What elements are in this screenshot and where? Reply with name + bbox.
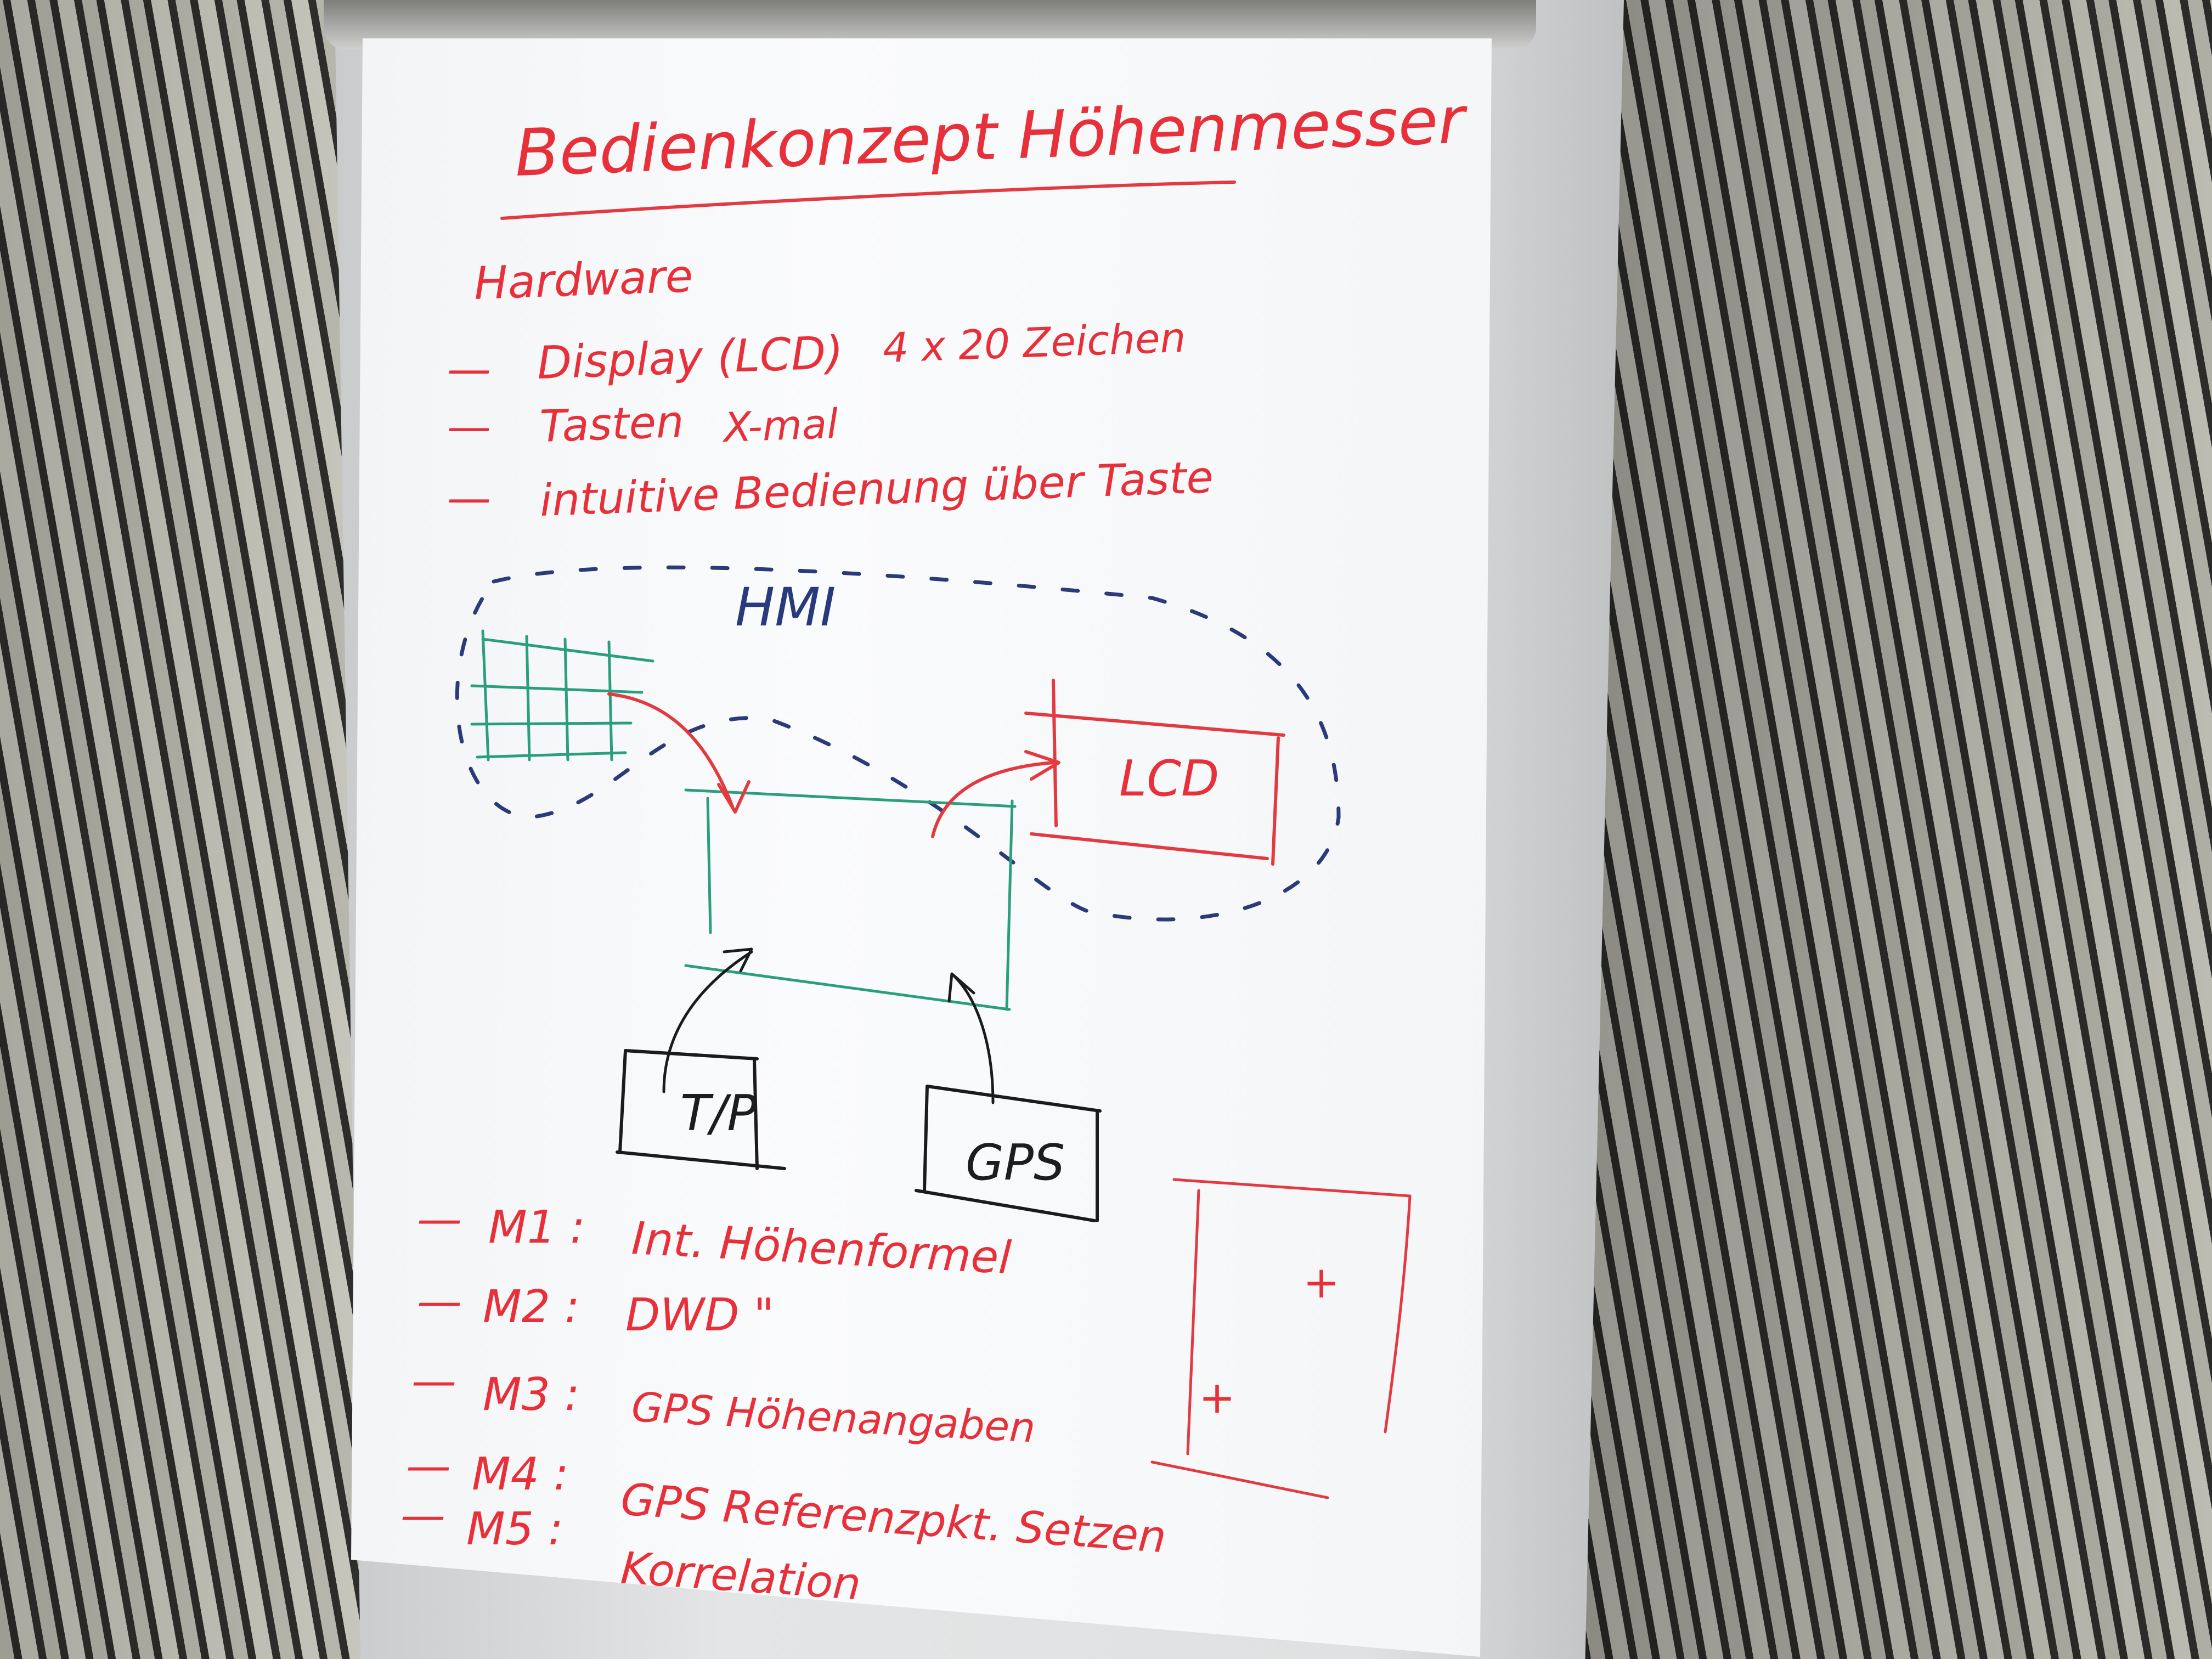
- window-blind-right: [1580, 0, 2212, 1659]
- mode-list: — M1 : Int. Höhenformel — M2 : DWD " — M…: [400, 1193, 1168, 1610]
- gps-box: [915, 1085, 1102, 1222]
- tp-box: [616, 1049, 786, 1170]
- gps-label: GPS: [966, 1134, 1065, 1192]
- keypad-to-controller-arrow: [607, 692, 734, 808]
- bullet-note: X-mal: [721, 400, 839, 452]
- keypad-grid: [470, 629, 654, 761]
- bullet-note: 4 x 20 Zeichen: [882, 314, 1187, 372]
- mode-text: DWD ": [625, 1289, 774, 1341]
- mode-id: M4 :: [472, 1448, 569, 1500]
- mode-dash: —: [417, 1193, 462, 1245]
- tp-label: T/P: [680, 1085, 757, 1142]
- sketch-mark: +: [1303, 1257, 1340, 1308]
- arrowhead: [947, 972, 975, 1003]
- mode-id: M2 :: [483, 1281, 580, 1333]
- mode-text: Int. Höhenformel: [630, 1212, 1013, 1284]
- mode-id: M5 :: [466, 1503, 563, 1555]
- mode-dash: —: [400, 1489, 445, 1542]
- bullet-text: Display (LCD): [536, 327, 844, 390]
- bullet-list: — Display (LCD) 4 x 20 Zeichen — Tasten …: [447, 314, 1214, 526]
- bullet-text: intuitive Bedienung über Taste: [539, 452, 1214, 526]
- flipchart-paper: [351, 38, 1492, 1657]
- mode-dash: —: [411, 1355, 456, 1407]
- section-heading: Hardware: [473, 250, 693, 310]
- lcd-label: LCD: [1119, 750, 1219, 808]
- bullet-dash: —: [447, 401, 491, 452]
- window-blind-left: [0, 0, 362, 1659]
- controller-box: [684, 788, 1017, 1011]
- arrowhead: [723, 947, 753, 973]
- arrowhead: [1024, 750, 1060, 781]
- arrowhead: [717, 780, 751, 814]
- mode-text: Korrelation: [619, 1542, 862, 1610]
- lcd-box: [1024, 679, 1285, 866]
- chart-title: Bedienkonzept Höhenmesser: [514, 82, 1469, 191]
- mode-id: M3 :: [483, 1369, 580, 1421]
- tp-to-controller-arrow: [662, 950, 753, 1093]
- gps-to-controller-arrow: [953, 975, 995, 1104]
- mode-dash: —: [406, 1440, 451, 1492]
- bullet-dash: —: [447, 343, 491, 394]
- bullet-text: Tasten: [539, 396, 685, 452]
- controller-to-lcd-arrow: [931, 761, 1055, 838]
- mode-dash: —: [417, 1276, 462, 1328]
- sketch-mark: +: [1199, 1372, 1235, 1423]
- device-sketch: [1150, 1178, 1412, 1499]
- mode-id: M1 :: [488, 1201, 585, 1254]
- title-underline: [500, 180, 1236, 220]
- mode-text: GPS Höhenangaben: [630, 1384, 1036, 1452]
- bullet-dash: —: [447, 472, 491, 523]
- hmi-boundary: [455, 565, 1341, 922]
- hmi-label: HMI: [735, 577, 836, 638]
